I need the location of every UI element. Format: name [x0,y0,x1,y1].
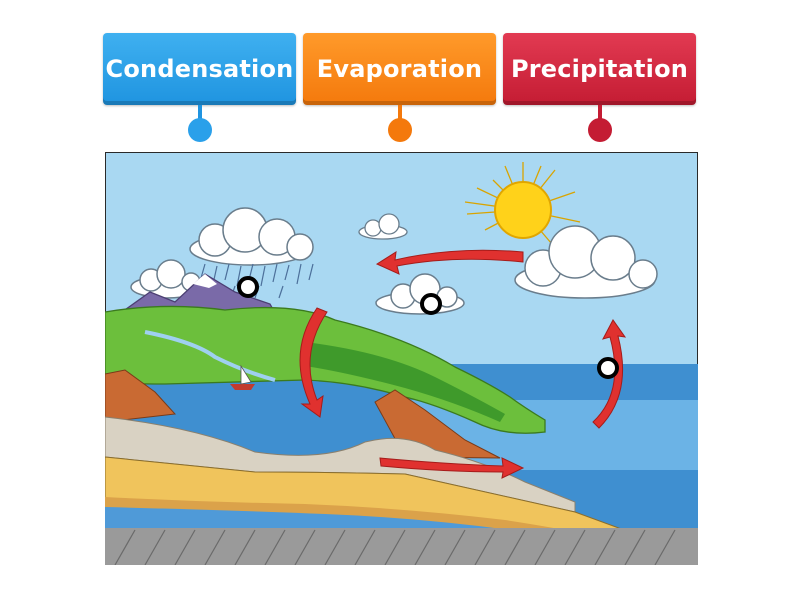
arrow-groundwater [379,457,525,479]
label-condensation[interactable]: Condensation [103,33,296,105]
label-evaporation[interactable]: Evaporation [303,33,496,105]
drop-target-1[interactable] [237,276,259,298]
land-hills [105,305,546,434]
arrow-evaporation [592,319,627,429]
cloud-tiny [358,213,408,240]
cloud-right [514,225,658,299]
water-cycle-diagram [105,152,698,565]
pin-evaporation [388,118,412,142]
pin-precipitation [588,118,612,142]
label-precipitation[interactable]: Precipitation [503,33,696,105]
sailboat-icon [230,364,255,390]
bedrock [105,528,698,565]
connector-evaporation [398,105,402,121]
drop-target-2[interactable] [420,293,442,315]
river [144,330,276,382]
pin-condensation [188,118,212,142]
drop-target-3[interactable] [597,357,619,379]
connector-condensation [198,105,202,121]
connector-precipitation [598,105,602,121]
arrow-precipitation [299,307,328,418]
cloud-rain [189,207,314,266]
soil-orange [105,369,177,423]
arrow-condensation [375,249,524,275]
